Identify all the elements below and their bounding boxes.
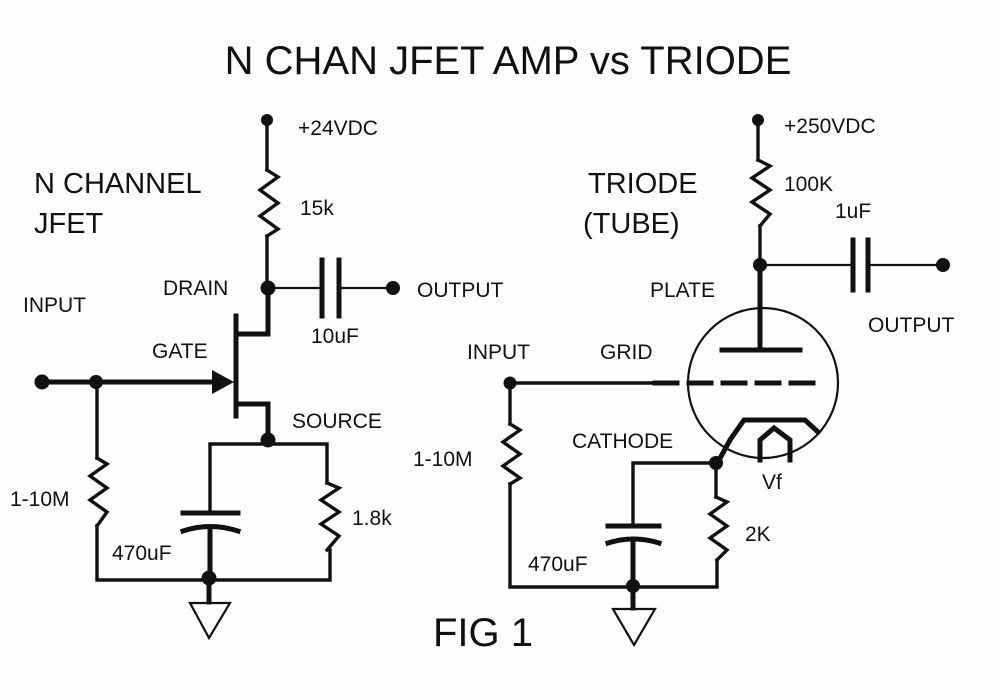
jfet-gate-resistor-label: 1-10M bbox=[10, 488, 70, 511]
triode-circuit: TRIODE (TUBE) +250VDC 100K 1uF OUTPUT PL… bbox=[413, 114, 955, 648]
triode-cathode-resistor-label: 2K bbox=[745, 523, 771, 546]
jfet-output-label: OUTPUT bbox=[417, 279, 504, 302]
triode-plate-resistor-label: 100K bbox=[784, 173, 833, 196]
jfet-output-terminal bbox=[386, 281, 400, 295]
triode-plate-resistor-symbol bbox=[748, 157, 774, 229]
jfet-source-label: SOURCE bbox=[292, 410, 382, 433]
triode-filament-label: Vf bbox=[762, 471, 782, 494]
triode-cathode-resistor-symbol bbox=[707, 494, 731, 563]
jfet-circuit: N CHANNEL JFET +24VDC 15k DRAIN OUTPUT 1… bbox=[10, 114, 504, 641]
triode-plate-label: PLATE bbox=[650, 279, 715, 302]
figure-number-label: FIG 1 bbox=[433, 611, 533, 655]
jfet-heading-line2: JFET bbox=[34, 208, 104, 240]
jfet-drain-resistor-label: 15k bbox=[300, 197, 334, 220]
triode-grid-resistor-label: 1-10M bbox=[413, 448, 473, 471]
triode-bypass-cap-label: 470uF bbox=[528, 553, 588, 576]
jfet-supply-label: +24VDC bbox=[298, 117, 378, 140]
triode-grid-resistor-symbol bbox=[500, 421, 524, 487]
jfet-heading-line1: N CHANNEL bbox=[34, 168, 202, 200]
jfet-ground-icon bbox=[188, 601, 232, 641]
jfet-source-lead bbox=[233, 401, 271, 443]
jfet-gate-arrow-icon bbox=[212, 370, 234, 394]
jfet-source-bus bbox=[208, 442, 329, 514]
jfet-gate-label: GATE bbox=[152, 340, 208, 363]
jfet-bypass-cap-label: 470uF bbox=[112, 542, 172, 565]
triode-supply-label: +250VDC bbox=[784, 115, 876, 138]
triode-cathode-label: CATHODE bbox=[572, 430, 673, 453]
triode-ground-icon bbox=[611, 607, 657, 648]
triode-input-label: INPUT bbox=[467, 341, 530, 364]
jfet-drain-lead bbox=[233, 285, 271, 337]
figure-title: N CHAN JFET AMP vs TRIODE bbox=[225, 39, 792, 83]
jfet-coupling-cap-label: 10uF bbox=[311, 325, 359, 348]
jfet-source-resistor-label: 1.8k bbox=[352, 507, 392, 530]
triode-heading-line2: (TUBE) bbox=[583, 208, 680, 240]
triode-output-label: OUTPUT bbox=[868, 314, 955, 337]
triode-ground-bus bbox=[508, 482, 719, 589]
jfet-input-label: INPUT bbox=[23, 294, 86, 317]
triode-cathode-bus bbox=[631, 461, 718, 527]
triode-coupling-cap-label: 1uF bbox=[835, 200, 871, 223]
jfet-drain-label: DRAIN bbox=[163, 277, 228, 300]
triode-output-terminal bbox=[936, 258, 950, 272]
jfet-drain-resistor-symbol bbox=[257, 167, 282, 239]
jfet-source-resistor-symbol bbox=[317, 480, 343, 553]
triode-grid-label: GRID bbox=[600, 341, 653, 364]
jfet-gate-resistor-symbol bbox=[87, 455, 111, 529]
triode-filament-icon bbox=[757, 424, 793, 463]
triode-cathode-electrode bbox=[714, 417, 822, 466]
jfet-input-terminal bbox=[34, 374, 50, 390]
triode-heading-line1: TRIODE bbox=[588, 168, 698, 200]
